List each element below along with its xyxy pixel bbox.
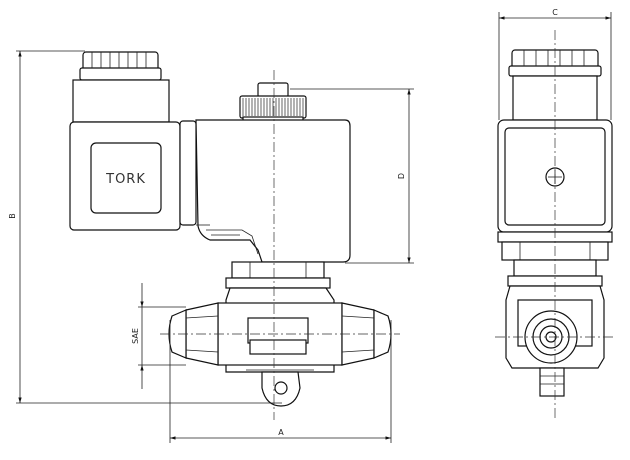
coil-housing <box>195 119 351 263</box>
left-flare-fitting <box>168 302 219 366</box>
dimension-A-label: A <box>278 428 284 437</box>
connector-housing: TORK <box>69 79 181 231</box>
side-outlet-pipe <box>539 367 565 397</box>
dimension-SAE-label: SAE <box>131 328 140 344</box>
brand-label: TORK <box>105 172 146 187</box>
dimension-D: D <box>290 88 414 264</box>
dimension-D-label: D <box>397 173 406 179</box>
dimension-B: B <box>8 50 282 404</box>
dimension-C-label: C <box>552 8 558 17</box>
front-view: TORK <box>69 51 400 420</box>
connector-seal <box>179 120 197 226</box>
valve-body <box>217 287 343 373</box>
side-view <box>495 30 615 420</box>
dimension-B-label: B <box>8 213 17 219</box>
stem-hex-nut <box>225 261 331 289</box>
dimension-A: A <box>169 320 392 443</box>
dimension-SAE: SAE <box>131 283 186 389</box>
connector-cap <box>79 51 162 81</box>
dimension-C: C <box>498 8 612 120</box>
mounting-lug <box>261 371 301 407</box>
